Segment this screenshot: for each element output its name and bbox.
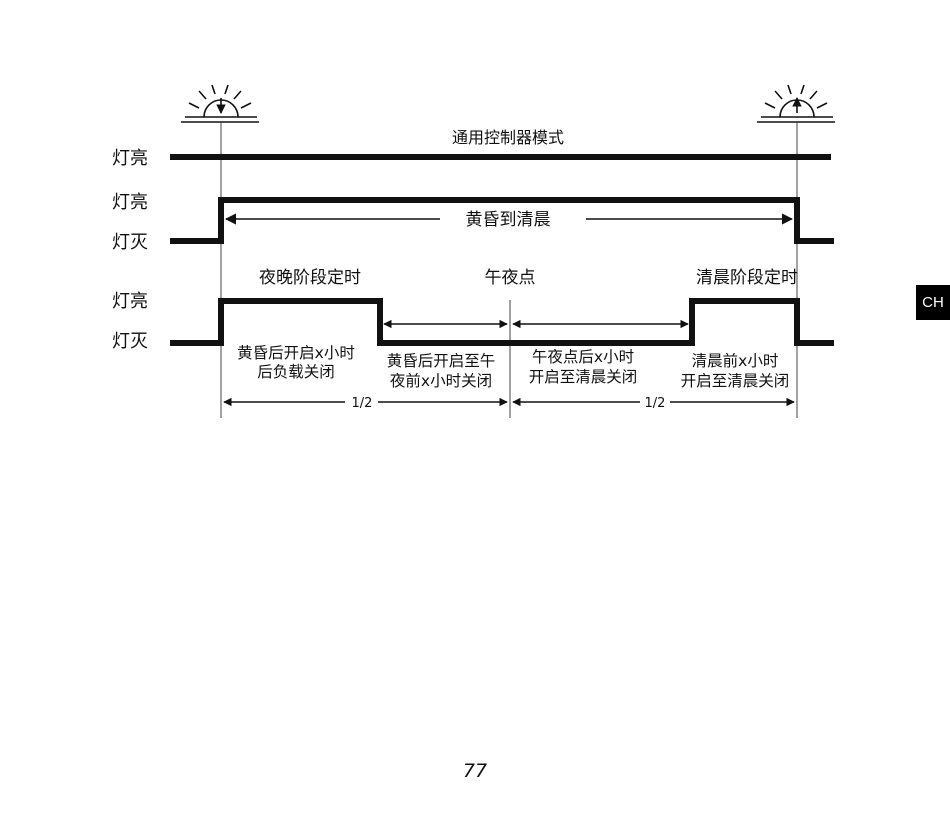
segment-description: 黄昏后开启x小时 后负载关闭 黄昏后开启至午 夜前x小时关闭 午夜点后x小时 开…	[237, 344, 789, 390]
language-tab-label: CH	[922, 294, 944, 311]
morning-phase-title: 清晨阶段定时	[696, 268, 798, 288]
segment-4-line-1: 清晨前x小时	[692, 352, 779, 370]
evening-phase-title: 夜晚阶段定时	[259, 268, 361, 288]
language-tab: CH	[916, 285, 950, 320]
second-half-label: 1/2	[645, 396, 666, 411]
segment-1-line-1: 黄昏后开启x小时	[237, 344, 355, 362]
segment-1-line-2: 后负载关闭	[257, 363, 335, 381]
row2-off-label: 灯灭	[112, 232, 148, 253]
sunset-icon	[181, 85, 259, 122]
row3-off-label: 灯灭	[112, 331, 148, 352]
mode-title: 通用控制器模式	[452, 128, 564, 147]
segment-3-line-2: 开启至清晨关闭	[529, 368, 638, 386]
segment-2-line-1: 黄昏后开启至午	[387, 352, 496, 370]
first-half-label: 1/2	[352, 396, 373, 411]
sunrise-icon	[757, 85, 835, 122]
dusk-to-dawn-span-label: 黄昏到清晨	[466, 210, 551, 230]
page-number: 77	[0, 760, 950, 782]
segment-2-line-2: 夜前x小时关闭	[390, 372, 492, 390]
row1-on-label: 灯亮	[112, 148, 148, 169]
segment-4-line-2: 开启至清晨关闭	[681, 372, 790, 390]
row3-on-label: 灯亮	[112, 291, 148, 312]
midnight-phase-title: 午夜点	[485, 268, 536, 288]
timed-signal	[170, 301, 834, 343]
row2-on-label: 灯亮	[112, 192, 148, 213]
segment-3-line-1: 午夜点后x小时	[532, 348, 634, 366]
